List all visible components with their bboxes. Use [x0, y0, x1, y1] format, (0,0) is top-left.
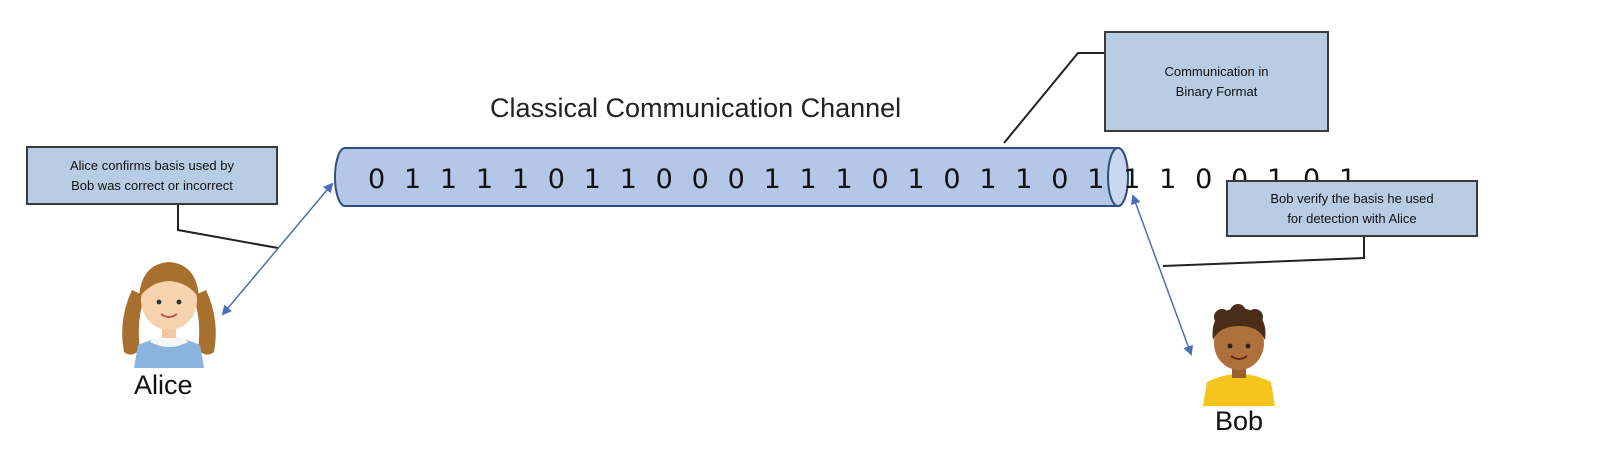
alice-label: Alice [134, 370, 193, 400]
binary-format-callout: Communication in Binary Format [1104, 31, 1329, 132]
channel-title: Classical Communication Channel [490, 93, 902, 123]
alice-channel-arrow [221, 182, 334, 316]
bob-avatar-icon [1203, 304, 1275, 406]
alice-callout-leader-line [177, 205, 279, 249]
bob-label: Bob [1215, 406, 1264, 436]
binary-format-leader-line [1003, 52, 1107, 144]
bob-verify-callout-line-1: Bob verify the basis he used [1270, 190, 1434, 206]
alice-confirms-callout: Alice confirms basis used by Bob was cor… [26, 146, 278, 205]
alice-confirms-callout-line-1: Alice confirms basis used by [69, 157, 234, 173]
bob-verify-callout: Bob verify the basis he used for detecti… [1226, 180, 1478, 237]
bob-channel-arrow [1131, 194, 1193, 356]
bob-callout-leader-line [1162, 237, 1365, 267]
binary-format-callout-line-1: Communication in [1164, 63, 1269, 79]
bob-verify-callout-line-2: for detection with Alice [1287, 210, 1417, 226]
alice-confirms-callout-line-2: Bob was correct or incorrect [71, 177, 233, 193]
binary-bit-string: 0 1 1 1 1 0 1 1 0 0 0 1 1 1 0 1 0 1 1 0 … [368, 164, 1362, 195]
alice-avatar-icon [122, 262, 216, 368]
channel-tube-end [1107, 147, 1129, 207]
binary-format-callout-line-2: Binary Format [1175, 83, 1258, 99]
channel-tube [334, 147, 1129, 207]
